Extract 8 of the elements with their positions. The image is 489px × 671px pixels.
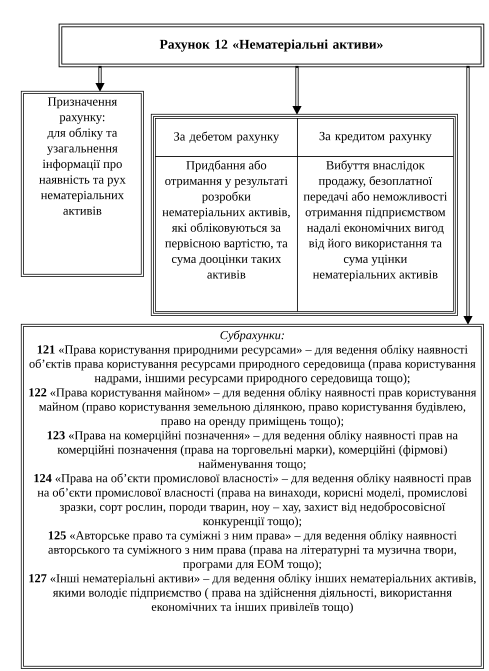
header-cell: За кредитом рахунку <box>297 118 454 157</box>
text-box: Призначення рахунку: для обліку та узагальнення інформації про наявність та рух нематеріальних активів <box>20 90 144 277</box>
text-cell: Придбання або отримання у результаті розробки нематеріальних активів, які обліковуються за первісною вартістю, та сума дооцінки таких активів <box>155 156 298 312</box>
text-box: Субрахунки: 121 «Права користування природними ресурсами» – для ведення обліку наявності об’єктів права користування ресурсами природного середовища (права користування надрами, іншими ресурсами природного середовища тощо); 122 «Права користування майном» – для ведення обліку наявності прав користування майном (право користування земельною ділянкою, право користування будівлею, право на оренду приміщень тощо); 123 «Права на комерційні позначення» – для ведення обліку наявності прав на комерційні позначення (права на торговельні марки), комерційні (фірмові) найменування тощо; 124 «Права на об’єкти промислової власності» – для ведення обліку наявності прав на об’єкти промислової власності (права на винаходи, корисні моделі, промислові зразки, сорт рослин, породи тварин, ноу – хау, захист від недобросовісної конкуренції тощо); 125 «Авторське право та суміжні з ним права» – для ведення обліку наявності авторського та суміжного з ним права (права на літературні та музична твори, програми для ЕОМ тощо); 127 «Інші нематеріальні активи» – для ведення обліку інших нематеріальних активів, якими володіє підприємство ( права на здійснення діяльності, використання економічних та інших привілеїв тощо) <box>20 324 484 669</box>
text-cell: Вибуття внаслідок продажу, безоплатної передачі або неможливості отримання підприємством надалі економічних вигод від його використання та сума уцінки нематеріальних активів <box>297 156 454 312</box>
title-box: Рахунок 12 «Нематеріальні активи» <box>58 24 484 68</box>
header-cell: За дебетом рахунку <box>155 118 298 157</box>
table-frame <box>150 114 458 316</box>
